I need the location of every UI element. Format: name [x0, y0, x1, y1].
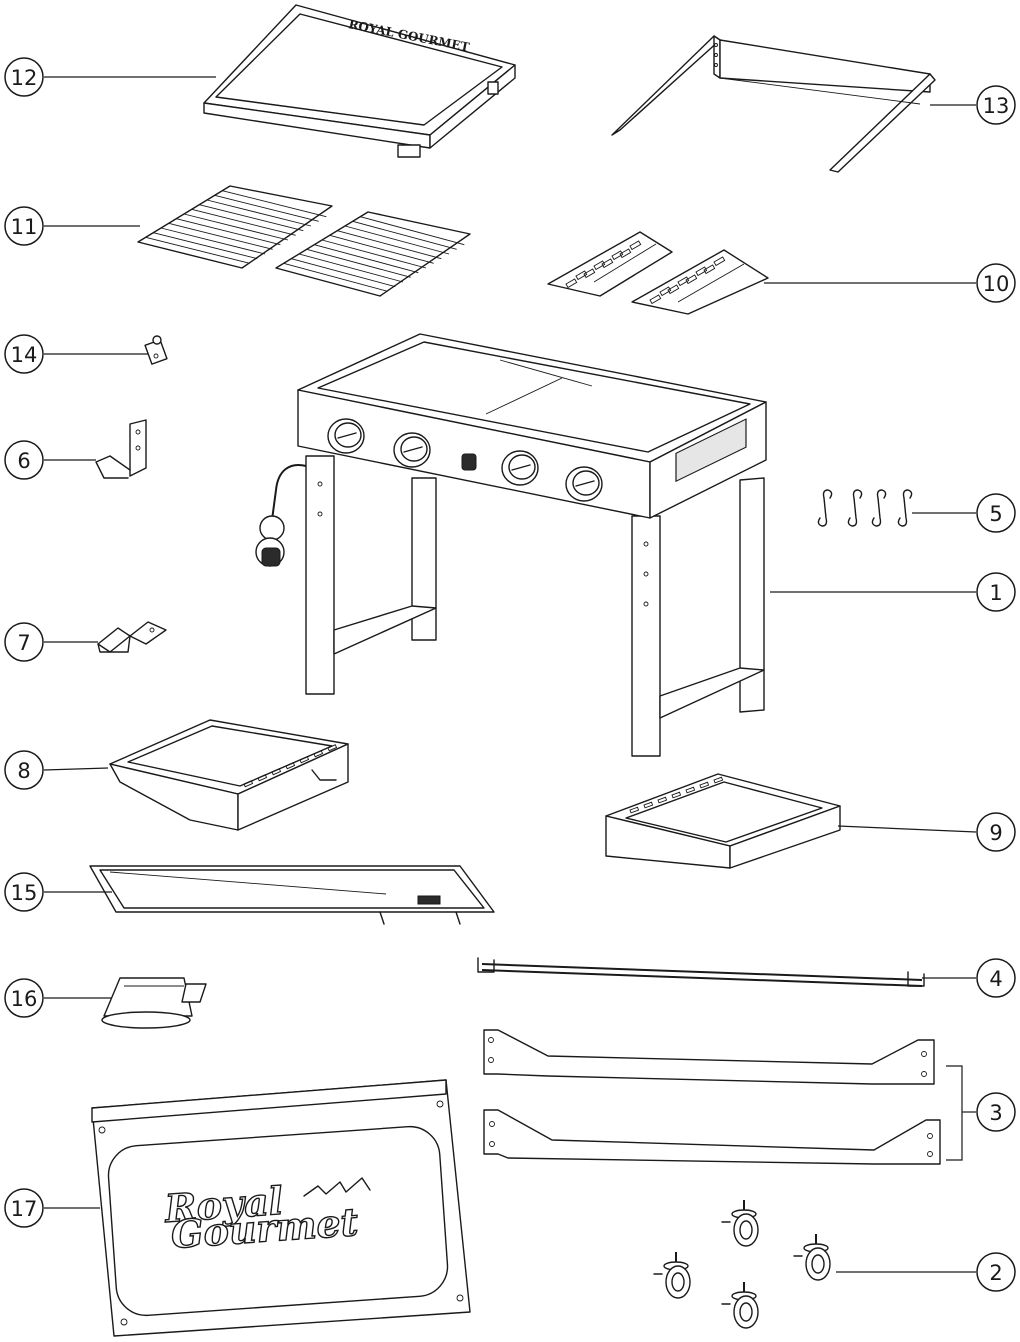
- logo-line-royal: Royal: [162, 1178, 284, 1231]
- callout-number: 1: [989, 581, 1002, 605]
- callout-2: 2: [976, 1252, 1016, 1292]
- control-knob-3: [501, 450, 539, 486]
- callout-5: 5: [976, 493, 1016, 533]
- callout-number: 10: [983, 272, 1010, 296]
- callout-13: 13: [976, 85, 1016, 125]
- callout-16: 16: [4, 978, 44, 1018]
- callout-number: 7: [17, 631, 30, 655]
- callout-number: 9: [989, 821, 1002, 845]
- control-knob-1: [327, 418, 365, 454]
- part-16-grease-cup: [101, 977, 207, 1029]
- callout-number: 6: [17, 449, 30, 473]
- part-8-left-side-shelf: [109, 719, 349, 831]
- s-hook-3: [871, 489, 887, 527]
- part-10-heat-tents: [547, 231, 769, 315]
- part-15-grease-tray: [89, 865, 495, 925]
- callout-number: 5: [989, 502, 1002, 526]
- part-11-cooking-grates: [137, 185, 471, 297]
- callout-number: 15: [11, 881, 38, 905]
- caster-1: [721, 1200, 759, 1247]
- callout-12: 12: [4, 57, 44, 97]
- part-5-s-hooks: [817, 489, 913, 527]
- callout-3: 3: [976, 1092, 1016, 1132]
- callout-9: 9: [976, 812, 1016, 852]
- part-9-right-side-shelf: [605, 773, 841, 869]
- part-7-clip-bracket: [97, 621, 167, 653]
- flame-icon: [303, 1177, 371, 1197]
- part-2-casters: [653, 1200, 831, 1329]
- part-12-griddle-top: ROYAL GOURMET: [203, 4, 516, 158]
- callout-17: 17: [4, 1188, 44, 1228]
- callout-number: 14: [11, 343, 38, 367]
- part-17-front-panel: Royal Gourmet: [91, 1079, 471, 1337]
- callout-number: 2: [989, 1261, 1002, 1285]
- callout-6: 6: [4, 440, 44, 480]
- part-13-wind-guard: [611, 35, 936, 173]
- caster-4: [721, 1282, 759, 1329]
- leader-line-8: [43, 767, 109, 771]
- s-hook-2: [847, 489, 863, 527]
- callout-number: 3: [989, 1101, 1002, 1125]
- callout-14: 14: [4, 334, 44, 374]
- s-hook-1: [817, 489, 833, 527]
- caster-2: [653, 1252, 691, 1299]
- callout-number: 12: [11, 66, 38, 90]
- part-3-braces: [483, 1029, 963, 1165]
- callout-number: 11: [11, 215, 38, 239]
- callout-number: 16: [11, 987, 38, 1011]
- callout-4: 4: [976, 958, 1016, 998]
- part-4-cross-rod: [477, 957, 925, 987]
- callout-10: 10: [976, 263, 1016, 303]
- control-knob-2: [393, 432, 431, 468]
- callout-1: 1: [976, 572, 1016, 612]
- callout-8: 8: [4, 750, 44, 790]
- callout-11: 11: [4, 206, 44, 246]
- control-knob-4: [565, 466, 603, 502]
- part-6-tank-bracket: [95, 419, 147, 479]
- s-hook-4: [897, 489, 913, 527]
- part-1-main-body: [255, 333, 767, 757]
- callout-15: 15: [4, 872, 44, 912]
- leader-line-9: [837, 825, 977, 833]
- callout-number: 4: [989, 967, 1002, 991]
- caster-3: [793, 1234, 831, 1281]
- callout-7: 7: [4, 622, 44, 662]
- callout-number: 13: [983, 94, 1010, 118]
- callout-number: 8: [17, 759, 30, 783]
- leader-lines: [43, 76, 977, 1273]
- callout-number: 17: [11, 1197, 38, 1221]
- part-14-bottle-opener: [144, 335, 168, 365]
